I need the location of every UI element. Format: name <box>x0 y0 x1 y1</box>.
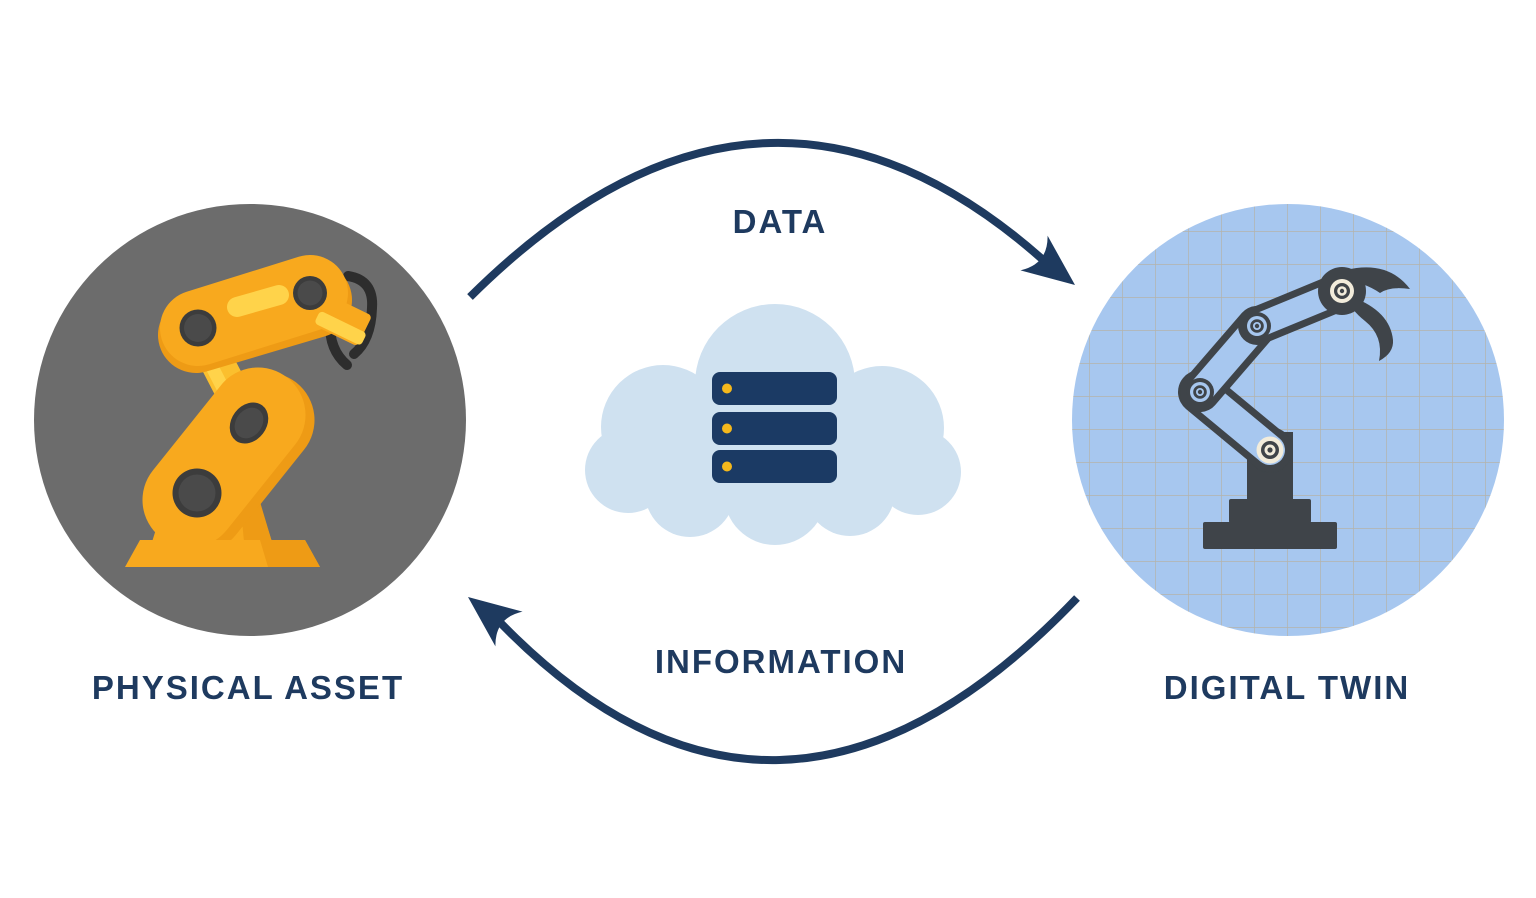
digital-twin-label: DIGITAL TWIN <box>1163 669 1411 706</box>
wireframe-robot-arm-icon <box>1178 267 1410 549</box>
twin-joint-shoulder <box>1243 312 1271 340</box>
server-stack <box>712 372 837 483</box>
data-arrowhead-icon <box>1020 235 1075 285</box>
server-bar-3 <box>712 450 837 483</box>
cloud-server-icon <box>585 304 961 545</box>
twin-claw-lower-prong <box>1347 297 1394 361</box>
information-flow-label: INFORMATION <box>654 643 908 680</box>
information-arrow <box>468 595 1080 764</box>
twin-joint-wrist <box>1330 279 1354 303</box>
twin-joint-elbow <box>1186 378 1214 406</box>
data-arrow <box>467 138 1075 300</box>
data-flow-label: DATA <box>732 203 828 240</box>
server-led-3 <box>722 461 732 472</box>
server-bar-2 <box>712 412 837 445</box>
information-arrowhead-icon <box>468 597 523 647</box>
physical-asset-node <box>34 204 466 636</box>
digital-twin-node <box>1072 204 1504 636</box>
blueprint-grid <box>1072 204 1504 636</box>
physical-asset-label: PHYSICAL ASSET <box>91 669 405 706</box>
twin-claw-upper-prong <box>1346 267 1410 293</box>
server-led-2 <box>722 423 732 434</box>
twin-joint-base <box>1256 436 1284 464</box>
industrial-robot-arm-icon <box>125 255 378 567</box>
server-bar-1 <box>712 372 837 405</box>
server-led-1 <box>722 383 732 394</box>
